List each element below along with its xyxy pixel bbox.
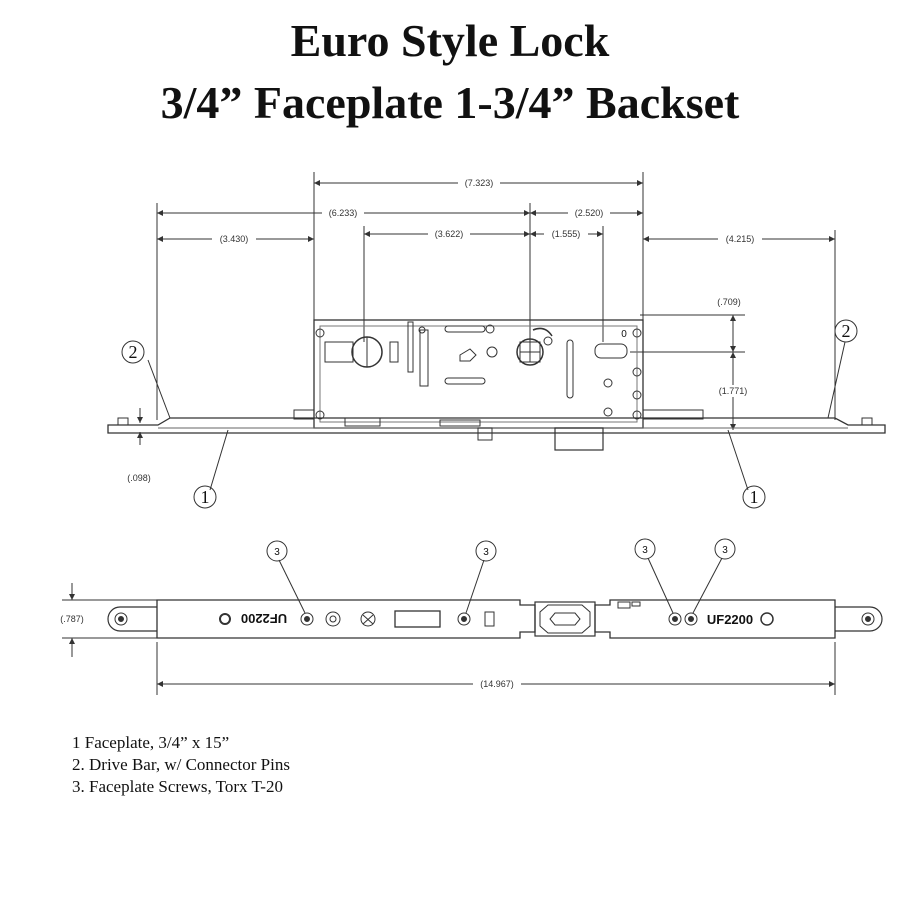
callout-circle	[634, 538, 656, 560]
dim-plate-thickness: (.098)	[127, 473, 151, 483]
callout-circle	[121, 340, 145, 364]
small-slot	[484, 611, 495, 627]
side-view-labels: (7.323) (6.233) (2.520) (3.430) (3.622) …	[127, 177, 851, 507]
legend-item-screws: 3. Faceplate Screws, Torx T-20	[72, 777, 283, 796]
front-view	[62, 538, 883, 695]
screw-icon	[457, 612, 471, 626]
lock-body-inner	[319, 325, 638, 423]
callout-screw-3: 3	[642, 545, 648, 556]
callout-drivebar-left: 2	[129, 342, 138, 362]
leader-line	[147, 359, 171, 419]
leader-line	[692, 557, 723, 614]
callout-circle	[193, 485, 217, 509]
callout-circle	[714, 538, 736, 560]
deadbolt-stub	[554, 427, 604, 451]
small-hole	[760, 612, 774, 626]
callout-faceplate-right: 1	[750, 487, 759, 507]
small-hole	[219, 613, 231, 625]
cylinder-housing	[324, 341, 354, 363]
callout-circle	[266, 540, 288, 562]
connector-tab-left	[107, 606, 157, 632]
leader-line	[278, 559, 306, 614]
connector-pin	[861, 417, 873, 426]
leader-line	[827, 341, 846, 419]
side-view	[107, 172, 886, 509]
connector-hole	[861, 612, 875, 626]
callout-circle	[834, 319, 858, 343]
callout-screw-1: 3	[274, 547, 280, 558]
stamp-right: UF2200	[707, 612, 753, 627]
callout-circle	[475, 540, 497, 562]
dim-right-end: (4.215)	[726, 234, 755, 244]
front-view-labels: (.787) (14.967) 3 3 3 3 UF2200 UF2200	[50, 545, 753, 690]
leader-line	[209, 429, 229, 491]
hex-nut	[459, 348, 477, 362]
connector-pin	[117, 417, 129, 426]
dim-width: (.787)	[60, 614, 84, 624]
screw-icon	[668, 612, 682, 626]
dim-left-end: (3.430)	[220, 234, 249, 244]
callout-screw-4: 3	[722, 545, 728, 556]
legend-item-faceplate: 1 Faceplate, 3/4” x 15”	[72, 733, 230, 752]
parts-legend: 1 Faceplate, 3/4” x 15” 2. Drive Bar, w/…	[72, 732, 290, 798]
deadbolt-slot	[394, 610, 441, 628]
diagram-title-line-2: 3/4” Faceplate 1-3/4” Backset	[160, 77, 740, 128]
dim-overall-length: (14.967)	[480, 679, 514, 689]
callout-circle	[742, 485, 766, 509]
dim-left-to-center: (6.233)	[329, 208, 358, 218]
connector-hole	[114, 612, 128, 626]
stamp-left: UF2200	[241, 611, 287, 626]
diagram-title-line-1: Euro Style Lock	[290, 15, 610, 66]
dim-right-short: (2.520)	[575, 208, 604, 218]
callout-drivebar-right: 2	[842, 321, 851, 341]
callout-screw-2: 3	[483, 547, 489, 558]
small-slot	[617, 601, 631, 609]
leader-line	[647, 557, 674, 614]
dim-backset-height: (1.771)	[719, 386, 748, 396]
dim-overall-top: (7.323)	[465, 178, 494, 188]
dim-hub-to-latch: (1.555)	[552, 229, 581, 239]
screw-icon	[300, 612, 314, 626]
dim-latch-offset: (.709)	[717, 297, 741, 307]
latch-mark: 0	[621, 329, 627, 340]
trim-hole	[325, 611, 341, 627]
latch-opening	[534, 601, 596, 637]
hub	[516, 338, 544, 366]
body-tab	[642, 409, 704, 420]
faceplate-right-section	[594, 599, 836, 639]
connector-tab-right	[835, 606, 883, 632]
callout-faceplate-left: 1	[201, 487, 210, 507]
catch-stub	[477, 427, 493, 441]
body-tab	[293, 409, 315, 420]
screw-icon	[684, 612, 698, 626]
faceplate-side	[107, 417, 886, 434]
latch-face	[539, 604, 591, 634]
legend-item-drive-bar: 2. Drive Bar, w/ Connector Pins	[72, 755, 290, 774]
leader-line	[727, 429, 749, 491]
lock-body	[313, 319, 644, 429]
leader-line	[465, 559, 485, 614]
faceplate-left-section	[156, 599, 536, 639]
latch-bolt	[594, 343, 628, 359]
logo-mark	[360, 611, 376, 627]
dim-center-span: (3.622)	[435, 229, 464, 239]
